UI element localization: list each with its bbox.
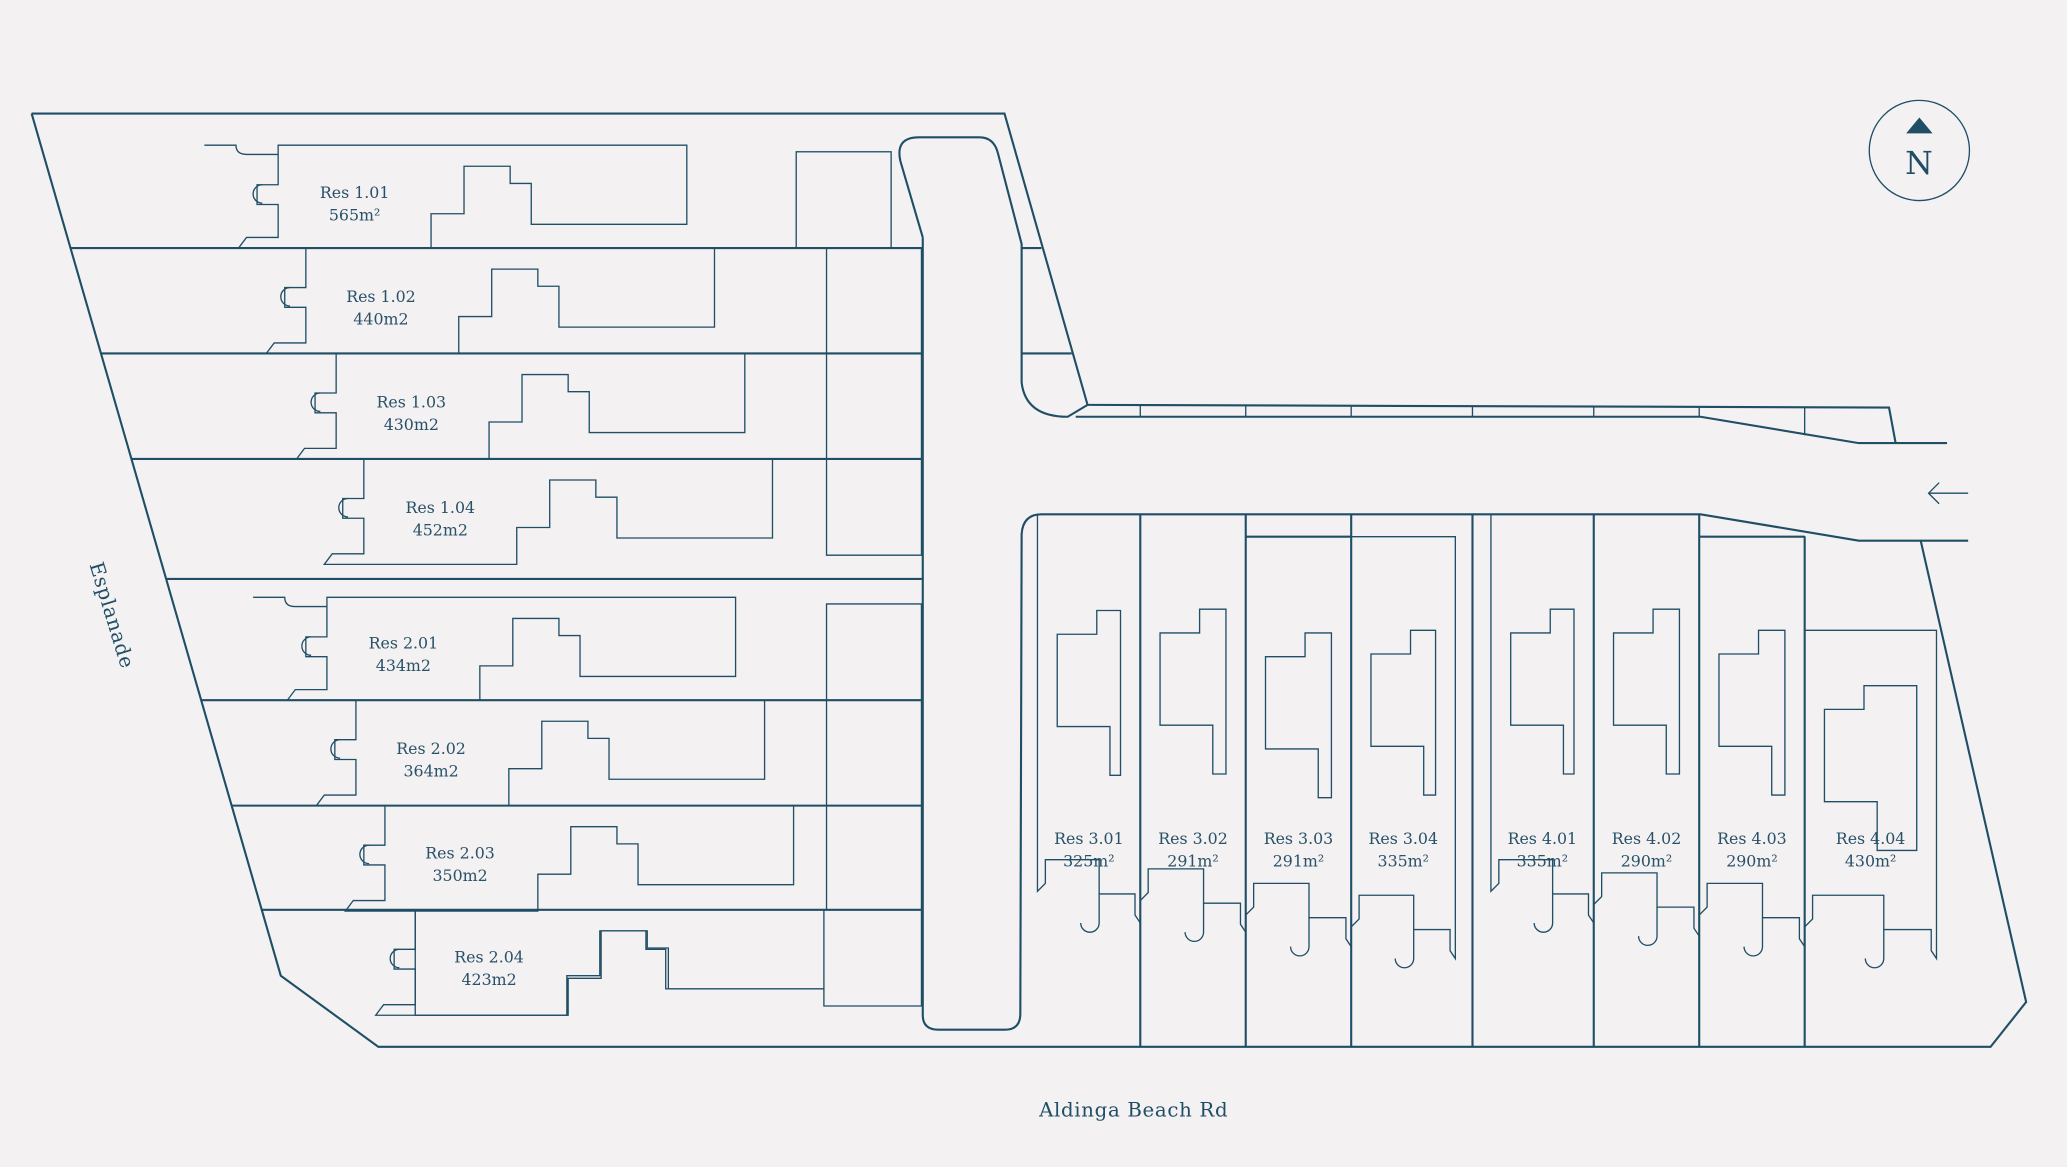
lot-area: 350m2: [432, 866, 487, 885]
door-swing-icon: [1080, 893, 1100, 933]
lot-name: Res 3.03: [1264, 829, 1334, 848]
courtyard: [1718, 629, 1786, 796]
lot-name: Res 2.03: [425, 843, 495, 862]
door-swing-icon: [359, 844, 370, 865]
building-footprint[interactable]: [1698, 536, 1806, 949]
lot-area: 565m²: [329, 205, 380, 224]
lot-name: Res 3.04: [1368, 829, 1438, 848]
lot-area: 430m²: [1845, 851, 1896, 870]
door-swing-icon: [1289, 917, 1310, 957]
courtyard: [1823, 685, 1918, 852]
courtyard: [1612, 608, 1681, 775]
boundary-wall: [204, 144, 279, 156]
door-swing-icon: [338, 497, 349, 518]
door-swing-icon: [1184, 903, 1205, 943]
garages-stage-1[interactable]: [825, 247, 923, 556]
lot-area: 423m2: [461, 970, 516, 989]
building-footprint[interactable]: [1245, 536, 1352, 949]
courtyard: [1056, 609, 1122, 776]
lot-area: 364m2: [403, 762, 458, 781]
building-footprint[interactable]: [264, 247, 716, 355]
lot-name: Res 4.04: [1836, 829, 1906, 848]
courtyard: [1510, 608, 1575, 775]
lot-name: Res 3.02: [1158, 829, 1228, 848]
lot-area: 335m²: [1378, 851, 1429, 870]
arrow-left-icon: [1927, 482, 1969, 505]
lot-name: Res 2.02: [396, 739, 466, 758]
street-esplanade: Esplanade: [85, 559, 139, 671]
door-swing-icon: [252, 184, 263, 204]
compass: N: [1868, 99, 1971, 202]
lot-area: 290m²: [1621, 851, 1672, 870]
compass-letter: N: [1905, 146, 1933, 182]
lot-name: Res 4.01: [1508, 829, 1578, 848]
lot-name: Res 2.01: [369, 634, 439, 653]
lot-name: Res 4.03: [1717, 829, 1787, 848]
door-swing-icon: [280, 286, 291, 307]
door-swing-icon: [330, 739, 341, 759]
road-segment-lines: [1139, 404, 1806, 436]
site-boundary: [30, 112, 2028, 1048]
courtyard: [1159, 608, 1227, 775]
lot-name: Res 3.01: [1054, 829, 1124, 848]
building-footprint[interactable]: [295, 352, 746, 460]
garage-1-01[interactable]: [795, 151, 892, 249]
door-swing-icon: [1394, 929, 1415, 969]
lot-name: Res 1.04: [406, 498, 476, 517]
lot-area: 452m2: [413, 520, 468, 539]
lot-area: 290m²: [1726, 851, 1777, 870]
lot-area: 291m²: [1273, 851, 1324, 870]
garages-stage-2[interactable]: [825, 603, 923, 911]
door-swing-icon: [1533, 893, 1554, 933]
lot-area: 325m²: [1063, 851, 1114, 870]
courtyard: [1370, 629, 1437, 796]
building-footprint[interactable]: [374, 909, 825, 1016]
lot-name: Res 4.02: [1612, 829, 1682, 848]
building-footprint[interactable]: [344, 804, 795, 912]
compass-ring: [1868, 99, 1971, 202]
building-footprint[interactable]: [322, 458, 774, 566]
door-swing-icon: [310, 392, 321, 413]
building-footprint[interactable]: [315, 699, 766, 807]
door-swing-icon: [1637, 907, 1658, 947]
door-swing-icon: [301, 636, 312, 657]
north-arrow-icon: [1906, 117, 1933, 134]
lot-name: Res 2.04: [454, 947, 524, 966]
door-swing-icon: [1743, 917, 1764, 957]
lot-area: 335m²: [1517, 851, 1568, 870]
lot-area: 430m2: [384, 415, 439, 434]
street-aldinga-beach-rd: Aldinga Beach Rd: [1038, 1099, 1228, 1122]
courtyard: [1264, 632, 1333, 799]
lot-area: 440m2: [353, 309, 408, 328]
lot-area: 434m2: [376, 656, 431, 675]
lot-name: Res 1.01: [320, 183, 390, 202]
access-road: [1075, 403, 1948, 445]
driveway: [898, 136, 1969, 1031]
building-footprint[interactable]: [1350, 536, 1456, 961]
building-footprint[interactable]: [286, 596, 737, 701]
building-extension-2-04[interactable]: [414, 909, 923, 1016]
boundary-wall: [253, 596, 327, 608]
lot-name: Res 1.02: [346, 287, 416, 306]
lot-area: 291m²: [1167, 851, 1218, 870]
lot-lines: [69, 246, 1806, 1047]
door-swing-icon: [389, 948, 400, 969]
lot-name: Res 1.03: [377, 393, 447, 412]
door-swing-icon: [1864, 929, 1885, 969]
building-footprint[interactable]: [237, 144, 688, 249]
